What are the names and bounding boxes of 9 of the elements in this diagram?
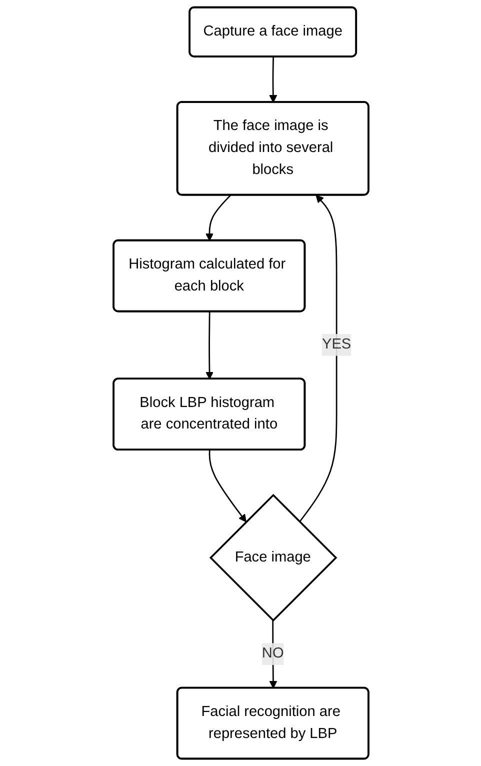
arrow: [268, 56, 277, 103]
edge-label: YES: [322, 336, 351, 352]
arrow: [268, 620, 277, 689]
arrow: [204, 194, 231, 242]
node-diamond: Face image: [208, 494, 337, 622]
arrow: [298, 194, 337, 522]
arrow: [208, 450, 246, 522]
arrow: [205, 312, 213, 380]
edge-label: NO: [261, 646, 284, 662]
